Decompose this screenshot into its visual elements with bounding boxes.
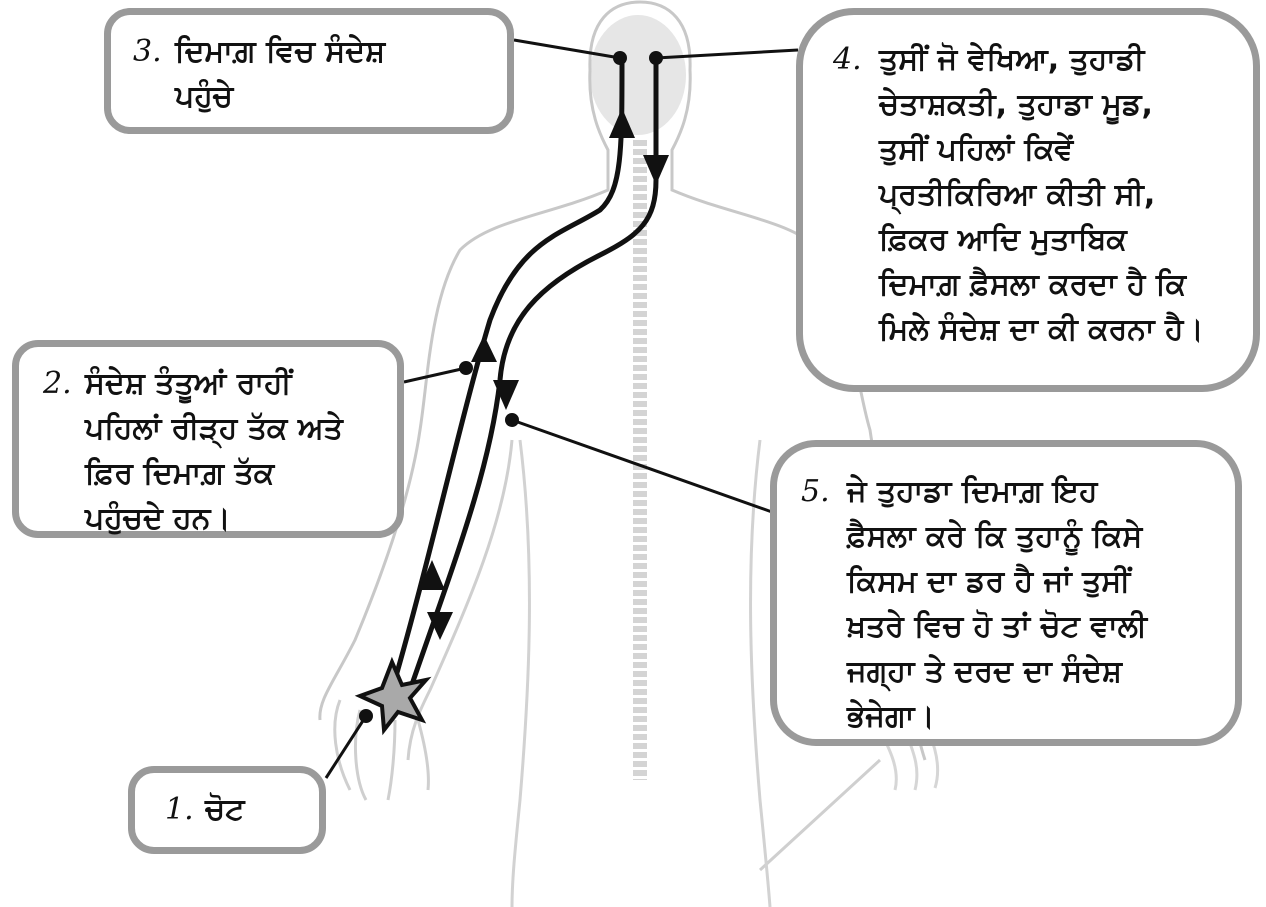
connector-step-1 [326, 716, 366, 778]
step-5-number: 5. [801, 469, 830, 514]
step-3-text: ਦਿਮਾਗ਼ ਵਿਚ ਸੰਦੇਸ਼ ਪਹੁੰਚੇ [133, 29, 491, 119]
dot-step-2 [459, 361, 473, 375]
dot-step-4 [649, 51, 663, 65]
arrow-up-2 [471, 335, 497, 362]
step-3-number: 3. [133, 29, 162, 74]
dot-step-3 [613, 51, 627, 65]
arm-inner-outline [408, 440, 512, 760]
step-2-number: 2. [43, 361, 72, 406]
dot-step-1 [359, 709, 373, 723]
connector-step-2 [404, 368, 466, 382]
step-1-box: 1. ਚੋਟ [128, 766, 326, 854]
step-5-text: ਜੇ ਤੁਹਾਡਾ ਦਿਮਾਗ਼ ਇਹ ਫ਼ੈਸਲਾ ਕਰੇ ਕਿ ਤੁਹਾਨੂ… [801, 469, 1223, 739]
step-4-box: 4. ਤੁਸੀਂ ਜੋ ਵੇਖਿਆ, ਤੁਹਾਡੀ ਚੇਤਾਸ਼ਕਤੀ, ਤੁਹ… [796, 8, 1260, 392]
step-3-box: 3. ਦਿਮਾਗ਼ ਵਿਚ ਸੰਦੇਸ਼ ਪਹੁੰਚੇ [104, 8, 514, 134]
step-1-number: 1. [165, 787, 194, 832]
step-2-box: 2. ਸੰਦੇਸ਼ ਤੰਤੂਆਂ ਰਾਹੀਂ ਪਹਿਲਾਂ ਰੀੜ੍ਹ ਤੱਕ … [12, 340, 404, 538]
dot-step-5 [505, 413, 519, 427]
step-5-box: 5. ਜੇ ਤੁਹਾਡਾ ਦਿਮਾਗ਼ ਇਹ ਫ਼ੈਸਲਾ ਕਰੇ ਕਿ ਤੁਹ… [770, 440, 1242, 746]
step-4-text: ਤੁਸੀਂ ਜੋ ਵੇਖਿਆ, ਤੁਹਾਡੀ ਚੇਤਾਸ਼ਕਤੀ, ਤੁਹਾਡਾ… [833, 37, 1241, 352]
brain-shape [590, 15, 686, 135]
step-2-text: ਸੰਦੇਸ਼ ਤੰਤੂਆਂ ਰਾਹੀਂ ਪਹਿਲਾਂ ਰੀੜ੍ਹ ਤੱਕ ਅਤੇ… [43, 361, 383, 541]
step-4-number: 4. [833, 37, 862, 82]
